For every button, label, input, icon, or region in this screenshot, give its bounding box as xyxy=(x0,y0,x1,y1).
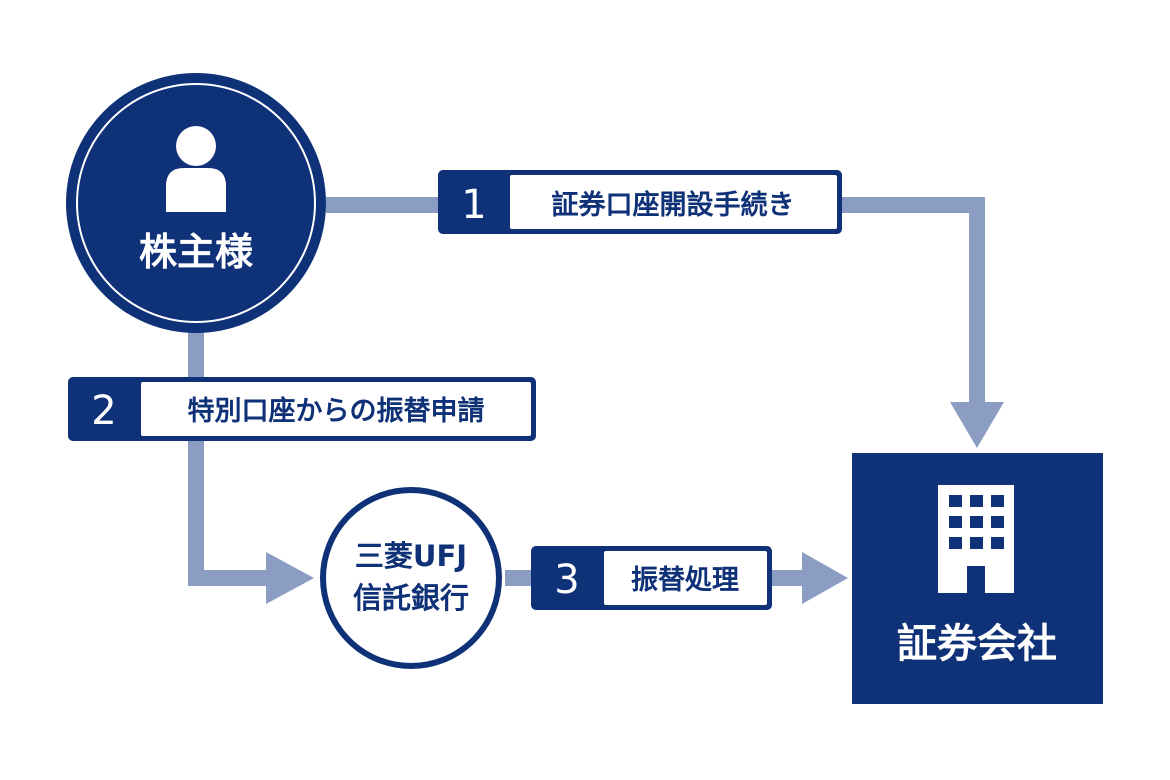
connector-step2 xyxy=(188,328,268,586)
trust-bank-node: 三菱UFJ 信託銀行 xyxy=(320,487,502,669)
arrowhead-down xyxy=(950,402,1004,448)
step1-label: 証券口座開設手続き xyxy=(552,189,795,221)
step3-label: 振替処理 xyxy=(631,564,739,596)
connector-step1 xyxy=(326,197,985,402)
step2-number: 2 xyxy=(91,388,116,434)
person-icon xyxy=(166,126,226,212)
step3-number: 3 xyxy=(554,557,579,603)
securities-node: 証券会社 xyxy=(852,453,1103,704)
trust-bank-circle xyxy=(320,487,502,669)
shareholder-node: 株主様 xyxy=(66,73,326,333)
trust-bank-label-line2: 信託銀行 xyxy=(353,581,469,615)
step1-number: 1 xyxy=(461,182,486,228)
arrowhead-right-to-securities xyxy=(802,552,848,604)
shareholder-inner-ring xyxy=(76,83,316,323)
step2-badge: 2 特別口座からの振替申請 xyxy=(68,377,536,441)
step2-label: 特別口座からの振替申請 xyxy=(188,395,485,427)
step3-badge: 3 振替処理 xyxy=(531,546,772,610)
shareholder-label: 株主様 xyxy=(139,230,254,274)
securities-label: 証券会社 xyxy=(897,621,1057,667)
trust-bank-label-line1: 三菱UFJ xyxy=(355,539,467,573)
building-icon xyxy=(938,485,1014,593)
arrowhead-right-to-bank xyxy=(266,552,314,604)
step1-badge: 1 証券口座開設手続き xyxy=(438,170,842,234)
